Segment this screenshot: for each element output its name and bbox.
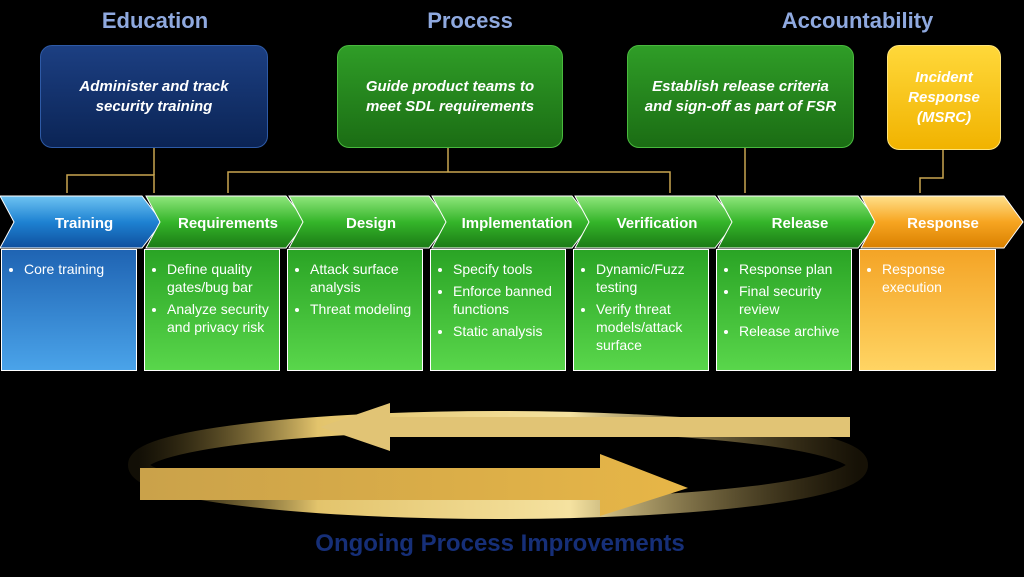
- phase-label-requirements: Requirements: [177, 215, 279, 232]
- training-list: Core training: [10, 260, 130, 278]
- chevron-verification: [574, 195, 736, 249]
- phase-chevrons: [0, 195, 1024, 249]
- design-list: Attack surface analysis Threat modeling: [296, 260, 416, 318]
- release-list: Response plan Final security review Rele…: [725, 260, 845, 340]
- list-item: Release archive: [739, 322, 845, 340]
- list-item: Threat modeling: [310, 300, 416, 318]
- list-item: Define quality gates/bug bar: [167, 260, 273, 296]
- phase-label-training: Training: [54, 215, 114, 232]
- requirements-list: Define quality gates/bug bar Analyze sec…: [153, 260, 273, 336]
- list-item: Dynamic/Fuzz testing: [596, 260, 702, 296]
- phase-label-design: Design: [345, 215, 396, 232]
- incident-box: Incident Response (MSRC): [887, 45, 1001, 150]
- list-item: Analyze security and privacy risk: [167, 300, 273, 336]
- panel-training: Core training: [1, 249, 137, 371]
- list-item: Specify tools: [453, 260, 559, 278]
- list-item: Response execution: [882, 260, 989, 296]
- process-box-text: Guide product teams to meet SDL requirem…: [365, 77, 535, 115]
- list-item: Core training: [24, 260, 130, 278]
- chevron-requirements: [145, 195, 307, 249]
- panel-release: Response plan Final security review Rele…: [716, 249, 852, 371]
- chevron-design: [288, 195, 450, 249]
- incident-box-text: Incident Response (MSRC): [908, 68, 980, 126]
- connector-lines: [66, 148, 944, 193]
- accountability-box: Establish release criteria and sign-off …: [627, 45, 854, 148]
- phase-label-verification: Verification: [616, 215, 698, 232]
- cycle-arrow-bottom: [140, 454, 688, 516]
- process-box: Guide product teams to meet SDL requirem…: [337, 45, 563, 148]
- list-item: Response plan: [739, 260, 845, 278]
- improvement-cycle-ring: [128, 403, 868, 519]
- phase-label-implementation: Implementation: [461, 215, 573, 232]
- chevron-implementation: [431, 195, 593, 249]
- list-item: Final security review: [739, 282, 845, 318]
- list-item: Static analysis: [453, 322, 559, 340]
- phase-label-response: Response: [907, 215, 979, 232]
- panel-requirements: Define quality gates/bug bar Analyze sec…: [144, 249, 280, 371]
- panel-verification: Dynamic/Fuzz testing Verify threat model…: [573, 249, 709, 371]
- list-item: Verify threat models/attack surface: [596, 300, 702, 354]
- list-item: Enforce banned functions: [453, 282, 559, 318]
- phase-label-release: Release: [771, 215, 829, 232]
- panel-response: Response execution: [859, 249, 996, 371]
- chevron-release: [717, 195, 879, 249]
- ongoing-improvements-title: Ongoing Process Improvements: [315, 530, 685, 557]
- chevron-training: [0, 195, 163, 249]
- heading-accountability: Accountability: [781, 8, 934, 33]
- verification-list: Dynamic/Fuzz testing Verify threat model…: [582, 260, 702, 354]
- response-list: Response execution: [868, 260, 989, 296]
- accountability-box-text: Establish release criteria and sign-off …: [644, 77, 837, 115]
- panel-implementation: Specify tools Enforce banned functions S…: [430, 249, 566, 371]
- education-box: Administer and track security training: [40, 45, 268, 148]
- heading-education: Education: [101, 8, 209, 33]
- heading-process: Process: [427, 8, 513, 33]
- education-box-text: Administer and track security training: [79, 77, 229, 115]
- list-item: Attack surface analysis: [310, 260, 416, 296]
- panel-design: Attack surface analysis Threat modeling: [287, 249, 423, 371]
- implementation-list: Specify tools Enforce banned functions S…: [439, 260, 559, 340]
- chevron-response: [860, 195, 1024, 249]
- cycle-arrow-top: [320, 403, 850, 451]
